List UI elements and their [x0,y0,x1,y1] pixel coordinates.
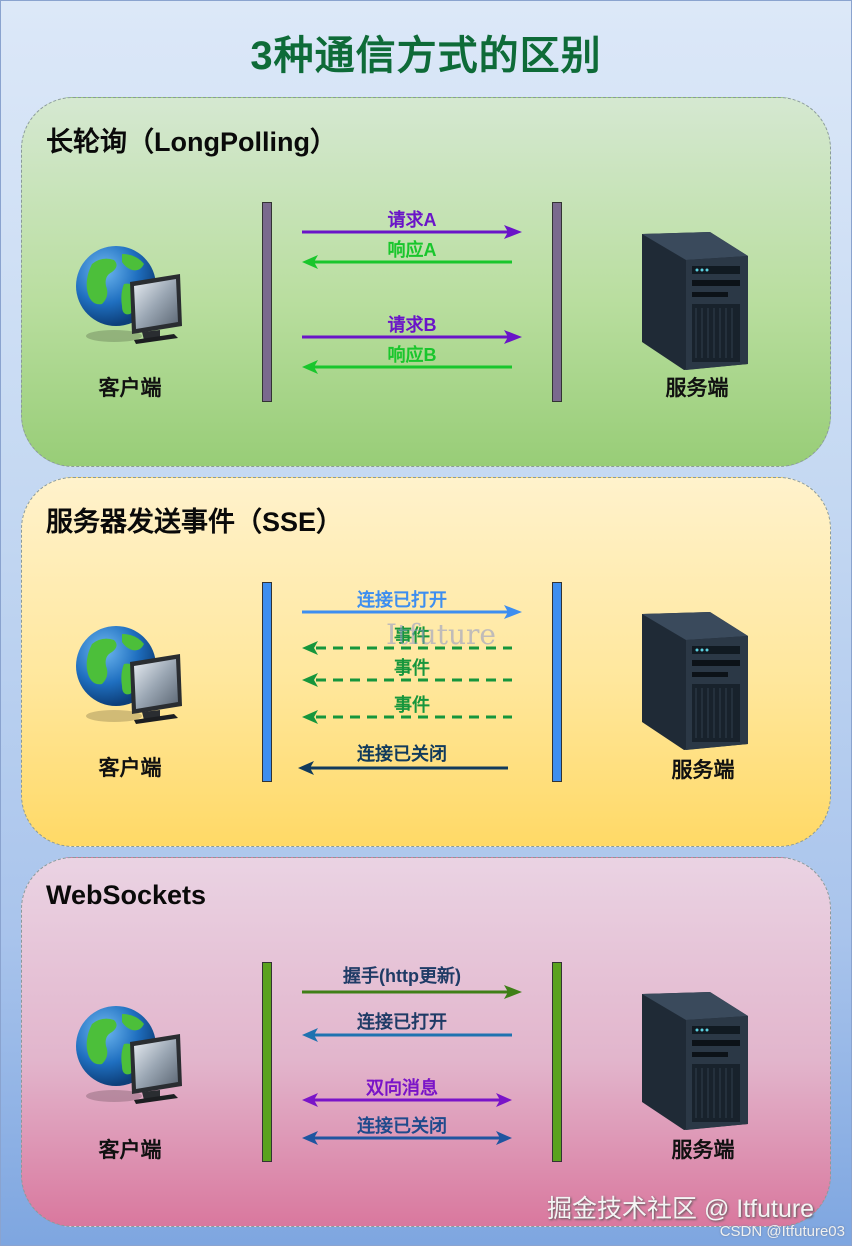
arrow-left-icon [302,360,512,374]
server-tower-icon [642,612,748,750]
client-lifeline [262,202,272,402]
server-lifeline [552,582,562,782]
message-label: 连接已关闭 [357,744,447,764]
server-tower-icon [642,232,748,370]
server-tower-icon [642,992,748,1130]
message-label: 请求A [387,210,437,230]
panel-websockets: WebSockets 客户端 握手(http更新) 连接已打开 [21,857,831,1227]
server-label: 服务端 [671,759,735,782]
server-label: 服务端 [665,377,729,400]
diagram-title: 3种通信方式的区别 [250,34,602,78]
message-label: 连接已打开 [357,590,447,610]
watermark-juejin: 掘金技术社区 @ Itfuture [547,1195,815,1223]
server-lifeline [552,962,562,1162]
arrow-right-icon [302,985,522,999]
server-label: 服务端 [671,1139,735,1162]
message-label: 握手(http更新) [343,966,461,986]
arrow-left-icon [302,255,512,269]
message-label: 双向消息 [366,1078,438,1098]
dashed-arrow-left-icon [302,673,512,687]
arrow-right-icon [302,225,522,239]
arrow-right-icon [302,330,522,344]
arrow-left-icon [298,761,508,775]
message-label: 请求B [387,315,437,335]
panel-title: 长轮询（LongPolling） [46,127,337,157]
panel-title: 服务器发送事件（SSE） [46,507,344,537]
globe-computer-icon [76,246,182,344]
message-label: 连接已打开 [357,1012,447,1032]
client-label: 客户端 [98,377,162,400]
bidirectional-arrow-icon [302,1093,512,1107]
arrow-left-icon [302,1028,512,1042]
globe-computer-icon [76,1006,182,1104]
arrow-right-icon [302,605,522,619]
message-label: 事件 [394,695,430,715]
message-label: 事件 [394,626,430,646]
message-label: 响应B [387,345,437,365]
message-label: 事件 [394,658,430,678]
client-lifeline [262,962,272,1162]
client-lifeline [262,582,272,782]
globe-computer-icon [76,626,182,724]
message-label: 响应A [387,240,437,260]
server-lifeline [552,202,562,402]
watermark-csdn: CSDN @Itfuture03 [719,1223,845,1240]
client-label: 客户端 [98,757,162,780]
bidirectional-arrow-icon [302,1131,512,1145]
message-label: 连接已关闭 [357,1116,447,1136]
watermark-ghost: Itfuture [386,618,496,651]
panel-sse: 服务器发送事件（SSE） 客户端 连接已打开 事件 事件 [21,477,831,847]
panel-longpolling: 长轮询（LongPolling） 客户端 请求A 响应A 请求B [21,97,831,467]
client-label: 客户端 [98,1139,162,1162]
panel-title: WebSockets [46,880,207,910]
dashed-arrow-left-icon [302,641,512,655]
dashed-arrow-left-icon [302,710,512,724]
